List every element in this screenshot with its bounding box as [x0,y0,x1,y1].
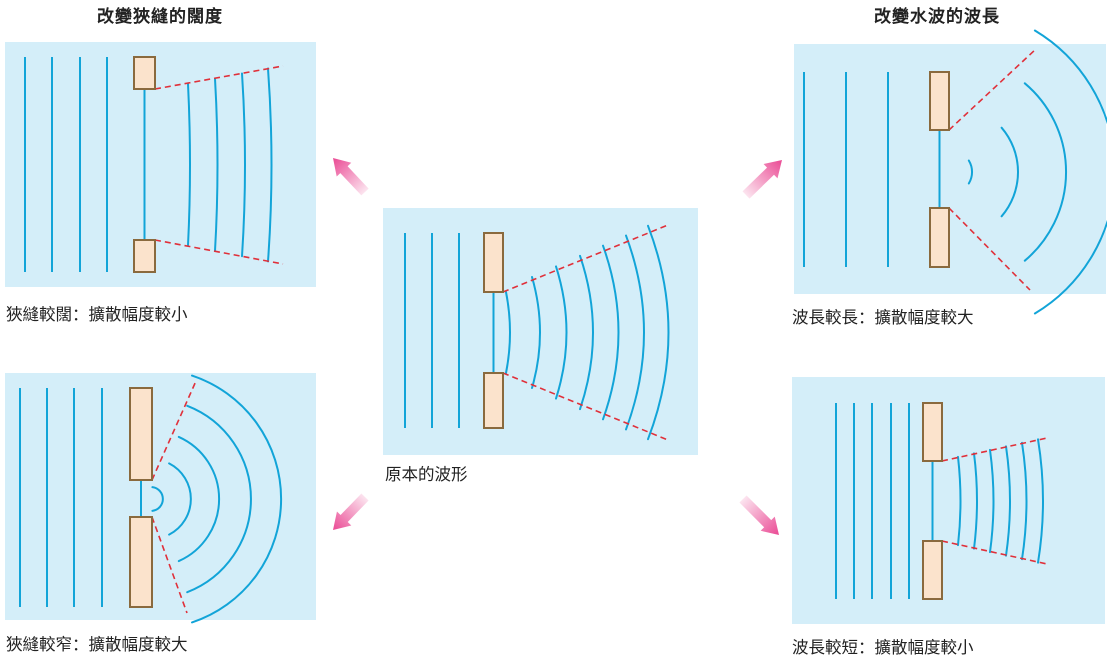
wide-slit-spread-boundary [154,239,284,265]
short-wavelength-spread-boundary [941,540,1048,565]
narrow-slit-barrier-bottom [129,516,153,608]
caption-original: 原本的波形 [385,465,468,484]
narrow-slit-diffracted-wave [186,404,252,594]
original-diffracted-wave [505,291,511,374]
wide-slit-diffracted-wave [187,82,191,247]
short-wavelength-water [792,377,1105,624]
wide-slit-barrier-top [133,56,156,90]
original-diffracted-wave [602,244,620,421]
short-wavelength-diffracted-wave [1037,438,1044,564]
original-diffracted-wave [579,254,594,411]
long-wavelength-diffracted-wave [1000,126,1019,218]
narrow-slit-diffracted-wave [191,374,283,624]
narrow-slit-water [5,373,316,620]
narrow-slit-diffracted-wave [168,462,192,536]
short-wavelength-diffracted-wave [1021,441,1028,561]
short-wavelength-barrier-top [922,402,943,462]
original-barrier-top [483,232,504,293]
long-wavelength-diffracted-wave [967,159,973,185]
original-diffracted-wave [531,275,541,390]
caption-long-wavelength: 波長較長：擴散幅度較大 [792,308,974,327]
wide-slit-diffracted-wave [214,77,219,252]
narrow-slit-diffracted-wave [177,435,221,563]
narrow-slit-spread-boundary [151,516,188,614]
original-diffracted-wave [555,265,568,400]
wide-slit-diffracted-wave [267,67,273,263]
narrow-slit-spread-boundary [151,380,197,481]
wide-slit-spread-boundary [154,65,284,90]
wide-slit-water [5,42,316,287]
narrow-slit-diffracted-wave [151,486,164,512]
arrow-down-left-icon [332,493,369,531]
heading-slit-width: 改變狹縫的闊度 [97,7,223,27]
short-wavelength-spread-boundary [941,437,1048,462]
wide-slit-diffracted-wave [241,72,246,258]
caption-narrow-slit: 狹縫較窄：擴散幅度較大 [6,635,188,654]
long-wavelength-diffracted-wave [1023,82,1067,262]
caption-short-wavelength: 波長較短：擴散幅度較小 [792,638,974,657]
long-wavelength-barrier-top [929,71,950,131]
short-wavelength-diffracted-wave [957,455,962,547]
wide-slit-barrier-bottom [133,239,156,273]
original-barrier-bottom [483,372,504,429]
original-diffracted-wave [625,234,645,431]
short-wavelength-barrier-bottom [922,540,943,600]
arrow-up-right-icon [742,159,783,199]
heading-wavelength: 改變水波的波長 [874,7,1000,27]
short-wavelength-diffracted-wave [1005,445,1011,557]
long-wavelength-diffracted-wave [1033,29,1107,315]
arrow-up-left-icon [332,157,369,196]
original-diffracted-wave [647,224,670,441]
short-wavelength-diffracted-wave [973,452,978,550]
short-wavelength-diffracted-wave [989,448,995,554]
narrow-slit-barrier-top [129,387,153,481]
arrow-down-right-icon [739,495,780,536]
long-wavelength-barrier-bottom [929,207,950,268]
caption-wide-slit: 狹縫較闊：擴散幅度較小 [6,305,188,324]
